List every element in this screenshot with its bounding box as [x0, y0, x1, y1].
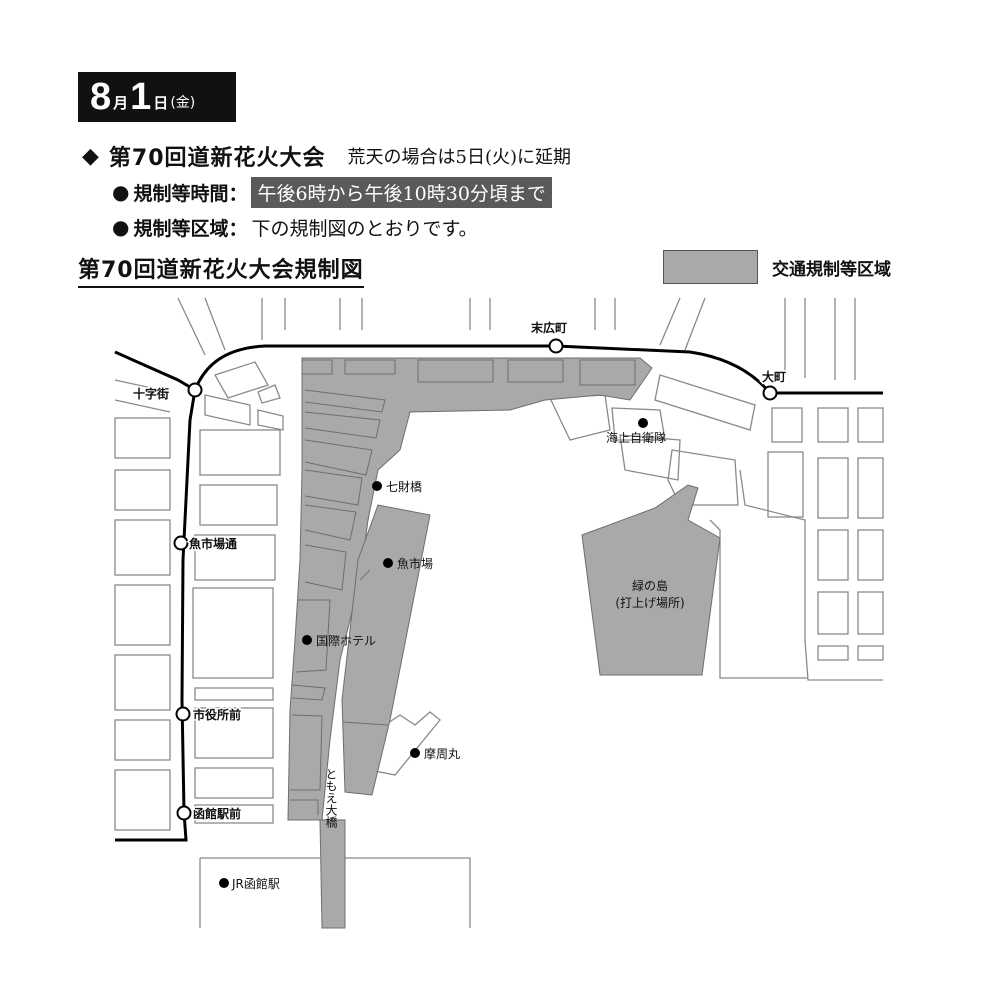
tram-line	[114, 344, 883, 842]
date-month: 8	[90, 76, 112, 118]
place-label-launch-site: (打上げ場所)	[615, 596, 684, 610]
station-label-hakodateekimae: 函館駅前	[193, 806, 241, 821]
map-title: 第70回道新花火大会規制図	[78, 252, 364, 288]
regulated-area-inner-lines	[290, 359, 636, 815]
legend-label: 交通規制等区域	[772, 260, 891, 280]
place-marker-jr-hakodate	[219, 878, 229, 888]
event-title: 第70回道新花火大会	[108, 146, 326, 171]
place-label-kokusai-hotel: 国際ホテル	[316, 634, 376, 648]
place-marker-shichizaibashi	[372, 481, 382, 491]
station-markers	[173, 338, 778, 821]
station-marker-shiyakushomae	[175, 706, 191, 722]
place-label-mashumaru: 摩周丸	[424, 746, 460, 761]
station-marker-omachi	[762, 385, 778, 401]
place-label-uoichiba: 魚市場	[397, 556, 433, 571]
date-month-unit: 月	[113, 94, 129, 112]
regulation-area-value: 下の規制図のとおりです。	[251, 217, 478, 240]
regulated-zone-pier	[341, 504, 431, 796]
place-label-tomoe-bridge: ともえ大橋	[324, 768, 338, 829]
station-marker-uoichibadori	[173, 535, 189, 551]
bullet-icon: ●	[112, 180, 130, 204]
midori-island	[581, 484, 721, 676]
place-label-jr-hakodate: JR函館駅	[231, 876, 280, 891]
regulation-time-value: 午後6時から午後10時30分頃まで	[251, 176, 552, 208]
regulation-area-label: 規制等区域：	[133, 217, 248, 240]
legend-swatch	[663, 250, 758, 284]
regulation-time-label: 規制等時間：	[133, 182, 248, 205]
date-day-unit: 日	[153, 94, 169, 112]
station-label-uoichibadori: 魚市場通	[189, 536, 237, 551]
station-label-shiyakushomae: 市役所前	[193, 707, 241, 722]
event-rain-note: 荒天の場合は5日(火)に延期	[347, 147, 572, 168]
diamond-icon: ◆	[82, 143, 99, 169]
station-label-suehirocho: 末広町	[531, 320, 567, 335]
street-blocks	[114, 297, 884, 928]
station-marker-suehirocho	[548, 338, 564, 354]
station-marker-jujigai	[187, 382, 203, 398]
place-marker-jsdf	[638, 418, 648, 428]
station-label-omachi: 大町	[762, 369, 786, 384]
place-label-jsdf: 海上自衛隊	[606, 430, 666, 445]
event-line: ◆ 第70回道新花火大会 荒天の場合は5日(火)に延期	[82, 140, 571, 172]
place-markers	[219, 418, 648, 888]
regulation-time-line: ● 規制等時間： 午後6時から午後10時30分頃まで	[112, 176, 552, 208]
regulation-area-line: ● 規制等区域： 下の規制図のとおりです。	[112, 211, 478, 243]
station-marker-hakodateekimae	[176, 805, 192, 821]
place-label-midori-island: 緑の島	[632, 578, 668, 593]
place-marker-mashumaru	[410, 748, 420, 758]
place-marker-kokusai-hotel	[302, 635, 312, 645]
date-day: 1	[130, 76, 152, 118]
date-weekday: (金)	[170, 95, 196, 111]
bullet-icon: ●	[112, 215, 130, 239]
tomoe-bridge-road	[319, 819, 346, 929]
station-label-jujigai: 十字街	[133, 386, 169, 401]
date-badge: 8 月 1 日 (金)	[78, 72, 236, 122]
place-marker-uoichiba	[383, 558, 393, 568]
place-label-shichizaibashi: 七財橋	[386, 479, 422, 494]
